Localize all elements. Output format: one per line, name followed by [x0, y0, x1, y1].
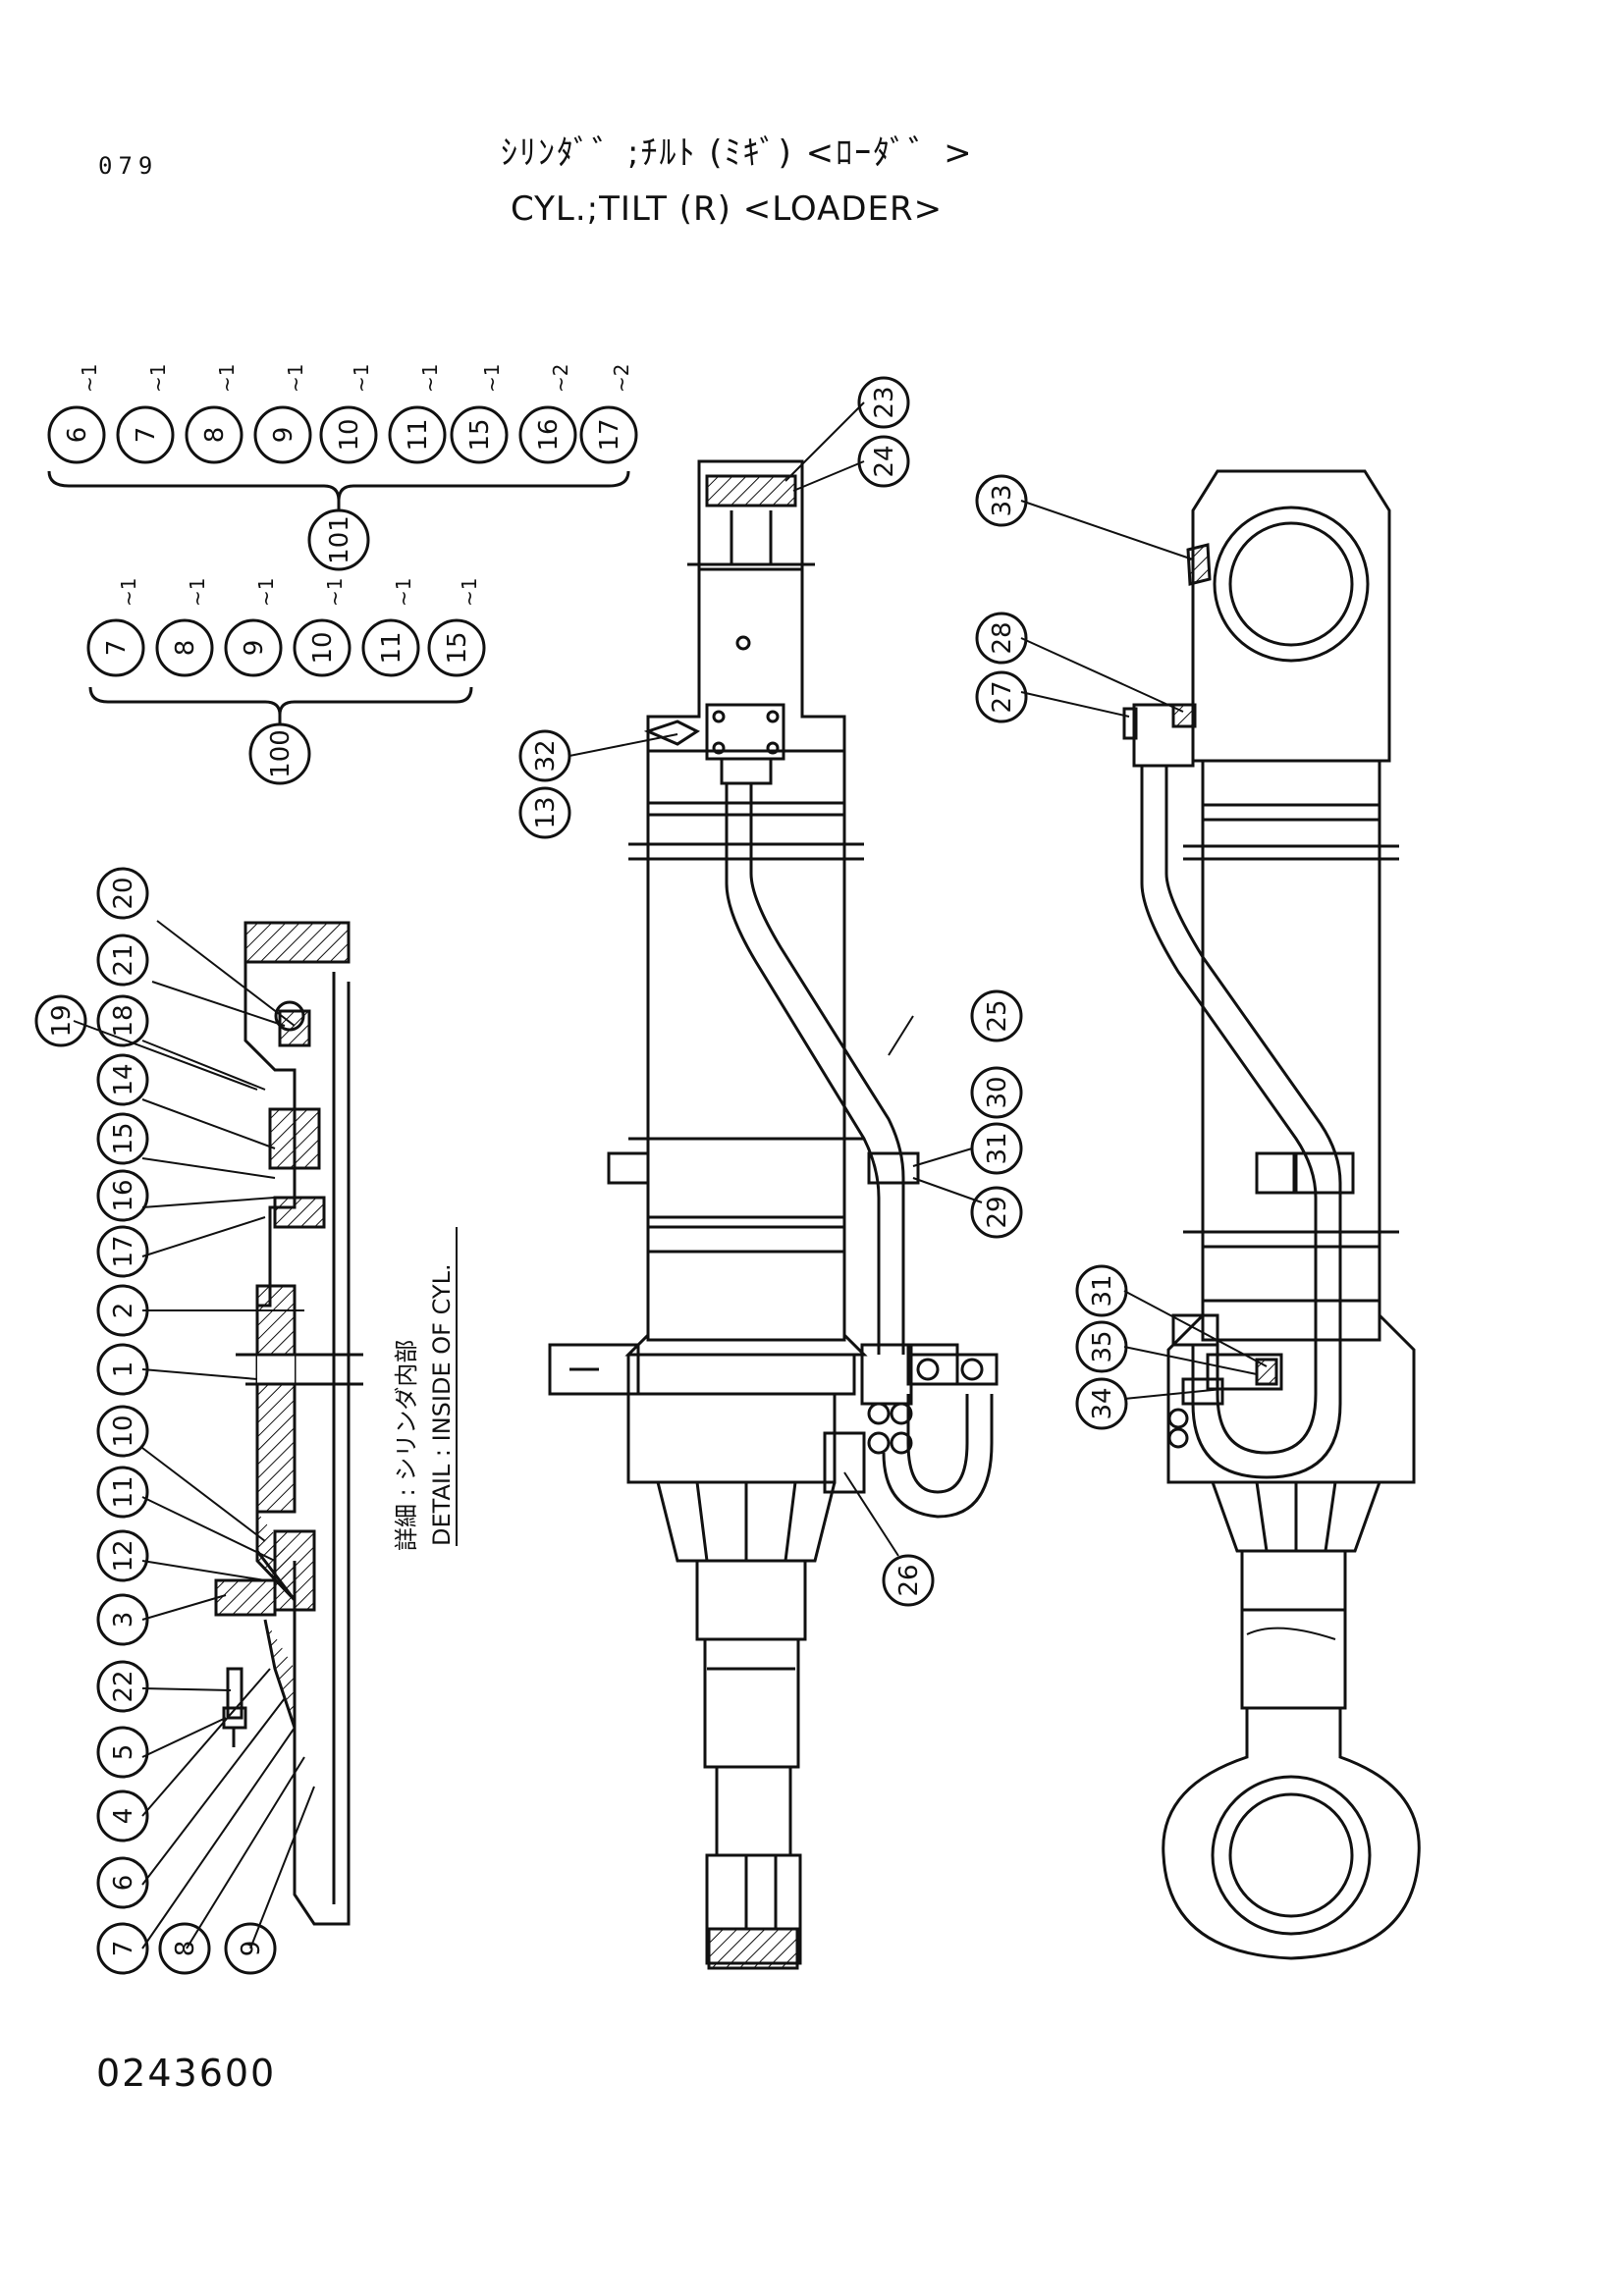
kit101-item-3: 9 [269, 427, 298, 444]
kit101-item-0: 6 [63, 427, 92, 444]
detail-section-drawing: 19 20 21 18 14 15 16 17 2 1 10 11 12 3 2… [34, 867, 458, 1975]
title-english: CYL.;TILT (R) <LOADER> [511, 189, 944, 229]
callout-2: 2 [109, 1303, 138, 1319]
callout-8: 8 [171, 1941, 200, 1957]
callout-5: 5 [109, 1744, 138, 1761]
kit100-sup-1: ~1 [186, 578, 209, 607]
kit100-item-0: 7 [102, 640, 132, 657]
kit101-item-2: 8 [200, 427, 230, 444]
callout-13: 13 [531, 796, 561, 828]
callout-23: 23 [870, 386, 899, 418]
callout-32: 32 [531, 739, 561, 772]
kit100-sup-5: ~1 [458, 578, 481, 607]
callout-30: 30 [983, 1076, 1012, 1108]
kit-101-group: 6 7 8 9 10 11 15 16 17 ~1 ~1 ~1 ~1 [47, 364, 638, 571]
callout-6: 6 [109, 1875, 138, 1892]
kit101-sup-0: ~1 [78, 364, 101, 393]
kit100-item-4: 11 [377, 631, 406, 664]
callout-17: 17 [109, 1235, 138, 1267]
callout-25: 25 [983, 999, 1012, 1032]
title-japanese: ｼﾘﾝﾀﾞ゛;ﾁﾙﾄ (ﾐｷﾞ) <ﾛｰﾀﾞ゛> [501, 133, 974, 173]
callout-9: 9 [237, 1941, 266, 1957]
kit100-sup-4: ~1 [392, 578, 415, 607]
kit100-item-1: 8 [171, 640, 200, 657]
kit101-sup-1: ~1 [146, 364, 170, 393]
callout-7: 7 [109, 1941, 138, 1957]
callout-10: 10 [109, 1415, 138, 1447]
kit101-sup-2: ~1 [215, 364, 239, 393]
callout-19: 19 [47, 1004, 77, 1037]
callout-21: 21 [109, 943, 138, 976]
callout-18: 18 [109, 1004, 138, 1037]
middle-callouts: 23 24 32 13 25 30 31 29 26 [518, 376, 1023, 1607]
detail-callouts: 19 20 21 18 14 15 16 17 2 1 10 11 12 3 2… [34, 867, 277, 1975]
drawing-code: 0243600 [96, 2052, 277, 2095]
kit101-item-7: 16 [534, 418, 564, 451]
callout-4: 4 [109, 1808, 138, 1825]
callout-3: 3 [109, 1612, 138, 1629]
kit101-item-5: 11 [404, 418, 433, 451]
callout-29: 29 [983, 1196, 1012, 1228]
callout-33: 33 [988, 484, 1017, 516]
kit100-item-5: 15 [443, 631, 472, 664]
kit101-item-8: 17 [595, 418, 624, 451]
kit101-item-4: 10 [335, 418, 364, 451]
kit100-label: 100 [266, 729, 296, 778]
callout-31-right: 31 [1088, 1274, 1117, 1307]
callout-24: 24 [870, 445, 899, 477]
kit100-sup-2: ~1 [254, 578, 278, 607]
kit101-sup-3: ~1 [284, 364, 307, 393]
callout-28: 28 [988, 621, 1017, 654]
callout-12: 12 [109, 1539, 138, 1572]
kit100-sup-0: ~1 [117, 578, 140, 607]
callout-22: 22 [109, 1670, 138, 1702]
kit101-item-6: 15 [465, 418, 495, 451]
callout-31: 31 [983, 1132, 1012, 1164]
callout-14: 14 [109, 1063, 138, 1095]
detail-caption-en: DETAIL : INSIDE OF CYL. [428, 1263, 456, 1546]
detail-caption-jp: 詳細 : シリンダ内部 [393, 1340, 420, 1551]
callout-1: 1 [109, 1362, 138, 1378]
right-cylinder-drawing: 33 28 27 31 35 34 [975, 469, 1421, 1960]
kit101-label: 101 [325, 515, 354, 564]
kit101-item-1: 7 [132, 427, 161, 444]
kit100-item-2: 9 [240, 640, 269, 657]
callout-15: 15 [109, 1122, 138, 1154]
kit101-sup-6: ~1 [480, 364, 504, 393]
callout-34: 34 [1088, 1387, 1117, 1419]
kit-100-group: 7 8 9 10 11 15 ~1 ~1 ~1 ~1 ~1 ~1 100 [86, 578, 486, 785]
kit101-sup-7: ~2 [549, 364, 572, 393]
kit101-sup-8: ~2 [610, 364, 633, 393]
callout-27: 27 [988, 680, 1017, 713]
kit100-sup-3: ~1 [323, 578, 347, 607]
callout-11: 11 [109, 1475, 138, 1508]
callout-35: 35 [1088, 1330, 1117, 1362]
callout-16: 16 [109, 1179, 138, 1211]
kit101-sup-4: ~1 [350, 364, 373, 393]
callout-26: 26 [894, 1564, 924, 1596]
kit100-item-3: 10 [308, 631, 338, 664]
middle-cylinder-drawing: 23 24 32 13 25 30 31 29 26 [518, 376, 1023, 1970]
right-callouts: 33 28 27 31 35 34 [975, 474, 1128, 1430]
kit101-sup-5: ~1 [418, 364, 442, 393]
callout-20: 20 [109, 877, 138, 909]
page-number: 079 [98, 152, 159, 180]
